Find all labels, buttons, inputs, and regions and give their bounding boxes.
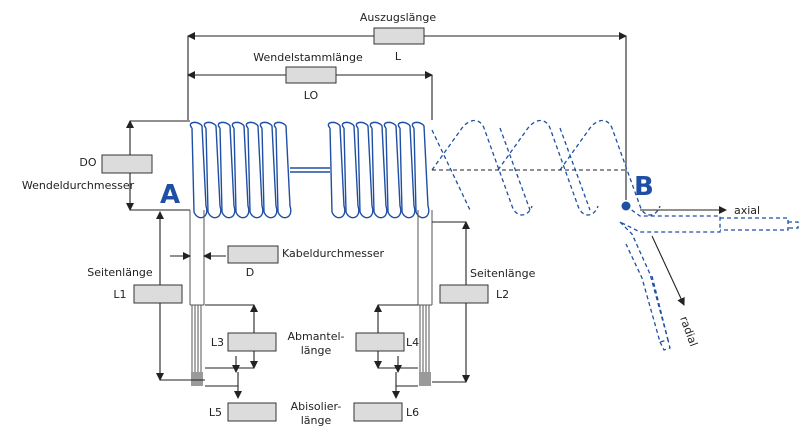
- D-label: D: [246, 266, 254, 279]
- coil-winding: [217, 121, 236, 219]
- dimension-kabeldurchmesser: Kabeldurchmesser D: [170, 245, 385, 279]
- DO-box: [101, 154, 153, 174]
- axial-label: axial: [734, 204, 760, 217]
- coil-loop-back-dashed: [431, 127, 591, 211]
- coil-connector: [290, 167, 330, 173]
- coil-winding: [397, 121, 416, 219]
- dimension-abmantellaenge: L3 L4 Abmantel- länge: [205, 304, 419, 373]
- L3-label: L3: [211, 336, 224, 349]
- kabeldurchmesser-label: Kabeldurchmesser: [282, 247, 385, 260]
- wendeldurchmesser-label: Wendeldurchmesser: [22, 179, 135, 192]
- abmantel-label-1: Abmantel-: [287, 330, 344, 343]
- cable-leg-left: [189, 210, 205, 386]
- cable-leg-right: [417, 210, 433, 386]
- coil-loop-dashed: [431, 119, 533, 216]
- point-A-label: A: [160, 180, 180, 210]
- axial-exit: axial: [619, 204, 799, 233]
- LO-box: [285, 66, 337, 84]
- dimension-seitenlaenge-left: Seitenlänge L1: [87, 211, 205, 381]
- coil-extended-dashed: [431, 119, 661, 216]
- DO-label: DO: [79, 156, 96, 169]
- radial-exit: radial: [619, 221, 700, 351]
- radial-label: radial: [677, 315, 700, 349]
- coil-winding: [203, 121, 222, 219]
- dimension-abisolierlaenge: L5 L6 Abisolier- länge: [205, 372, 419, 427]
- L5-label: L5: [209, 406, 222, 419]
- coil-winding: [369, 121, 388, 219]
- coil-winding: [259, 121, 278, 219]
- L6-label: L6: [406, 406, 419, 419]
- L5-box: [227, 402, 277, 422]
- seitenlaenge-right-label: Seitenlänge: [470, 267, 536, 280]
- coil-winding: [355, 121, 374, 219]
- L2-label: L2: [496, 288, 509, 301]
- wendelstammlaenge-label: Wendelstammlänge: [253, 51, 363, 64]
- L2-box: [439, 284, 489, 304]
- L1-box: [133, 284, 183, 304]
- coil-winding: [245, 121, 264, 219]
- LO-label: LO: [304, 89, 319, 102]
- auszugslaenge-label: Auszugslänge: [360, 11, 436, 24]
- coil-loop-dashed: [559, 119, 661, 216]
- seitenlaenge-left-label: Seitenlänge: [87, 266, 153, 279]
- abisolier-label-2: länge: [301, 414, 332, 427]
- L6-box: [353, 402, 403, 422]
- L4-box: [355, 332, 405, 352]
- coil-loop-dashed: [497, 119, 599, 216]
- coil-winding: [273, 121, 292, 219]
- L-box: [373, 27, 425, 45]
- coil-winding: [383, 121, 402, 219]
- coil-winding: [189, 121, 208, 219]
- dimension-wendeldurchmesser: DO Wendeldurchmesser: [22, 120, 190, 211]
- L1-label: L1: [113, 288, 126, 301]
- coil-windings: [189, 121, 430, 219]
- dimension-auszugslaenge: Auszugslänge L: [187, 11, 627, 200]
- coil-winding: [231, 121, 250, 219]
- abisolier-label-1: Abisolier-: [291, 400, 342, 413]
- coil-winding: [411, 121, 430, 219]
- L4-label: L4: [406, 336, 419, 349]
- coil-winding: [341, 121, 360, 219]
- dimension-seitenlaenge-right: Seitenlänge L2: [432, 221, 536, 383]
- abmantel-label-2: länge: [301, 344, 332, 357]
- coil-winding: [327, 121, 346, 219]
- point-B-label: B: [634, 172, 654, 202]
- L3-box: [227, 332, 277, 352]
- dimension-wendelstammlaenge: Wendelstammlänge LO: [187, 51, 433, 120]
- D-box: [227, 245, 279, 264]
- L-label: L: [395, 50, 402, 63]
